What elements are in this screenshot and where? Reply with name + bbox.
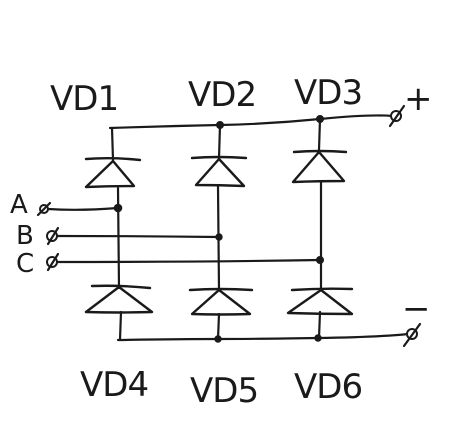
junction-top-2 (216, 121, 224, 129)
label-vd5: VD5 (190, 371, 258, 411)
input-a-wire (46, 206, 120, 211)
label-vd3: VD3 (294, 73, 362, 113)
label-input-b: B (16, 221, 34, 251)
input-b-wire (54, 234, 221, 239)
bottom-bus-wire (116, 332, 410, 342)
diode-vd3 (291, 149, 348, 184)
diode-vd2 (190, 155, 248, 188)
top-bus-wire (108, 114, 394, 130)
label-input-a: A (10, 190, 28, 220)
label-output-minus: − (402, 289, 430, 329)
diode-vd5 (188, 287, 254, 316)
junction-bottom-2 (214, 335, 222, 343)
junction-bottom-3 (314, 334, 322, 342)
diode-vd1 (84, 157, 142, 189)
label-vd2: VD2 (188, 75, 256, 115)
label-vd6: VD6 (294, 367, 362, 407)
label-output-plus: + (404, 79, 432, 119)
terminal-c (46, 252, 60, 272)
junction-input-a (113, 203, 123, 213)
label-input-c: C (16, 249, 34, 279)
diode-vd4 (84, 284, 154, 314)
terminal-b (46, 226, 60, 246)
column-3-wire (317, 117, 323, 340)
junction-input-b (215, 233, 223, 241)
column-1-wire (110, 126, 123, 342)
terminal-minus (402, 322, 422, 348)
junction-top-3 (316, 115, 324, 123)
terminal-plus (388, 104, 406, 128)
junction-input-c (316, 256, 324, 264)
input-c-wire (54, 258, 322, 264)
label-vd1: VD1 (50, 79, 118, 119)
diode-vd6 (286, 287, 354, 316)
terminal-a (36, 201, 52, 217)
label-vd4: VD4 (80, 365, 148, 405)
